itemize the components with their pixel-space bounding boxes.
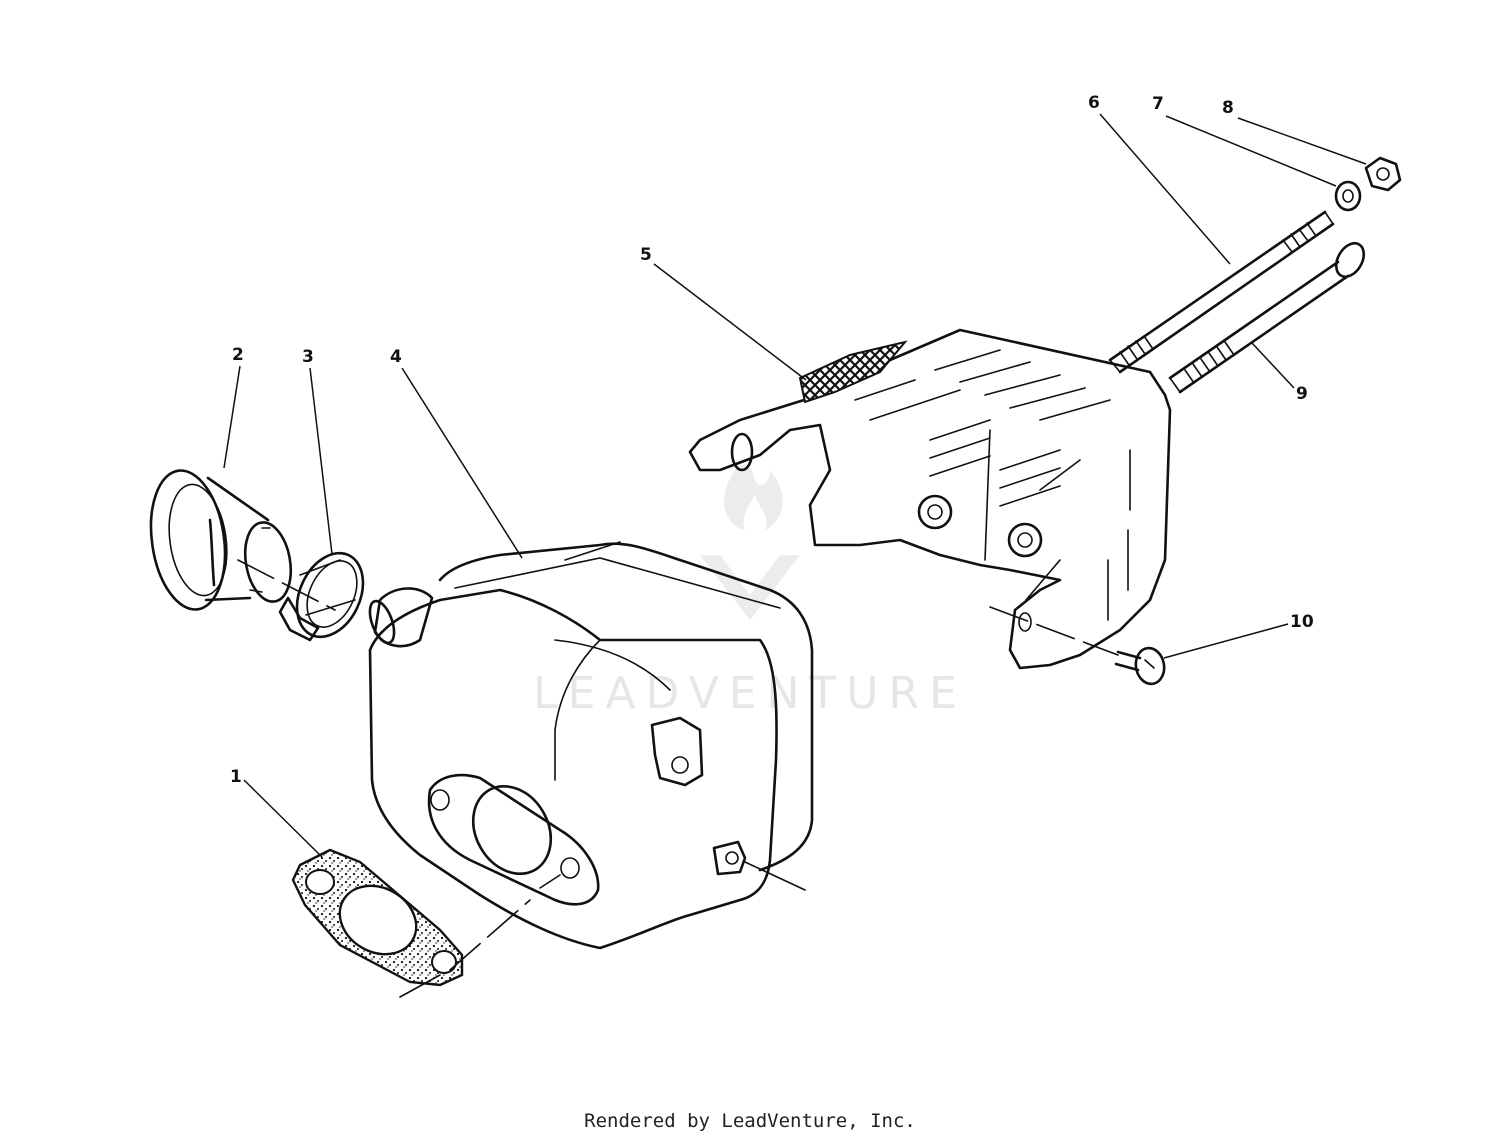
part-clamp [278, 551, 365, 642]
watermark: LEADVENTURE [533, 464, 967, 719]
callout-3: 3 [302, 347, 333, 555]
callout-4: 4 [390, 347, 523, 559]
callout-5: 5 [640, 245, 807, 381]
part-muffler [368, 541, 814, 950]
callout-label: 3 [302, 347, 314, 367]
part-washer [1334, 180, 1362, 212]
callout-label: 7 [1152, 94, 1164, 114]
callout-2: 2 [223, 345, 244, 469]
part-stud [1108, 210, 1335, 374]
callout-9: 9 [1251, 342, 1308, 404]
callout-6: 6 [1088, 93, 1231, 265]
callout-label: 10 [1290, 612, 1314, 632]
part-exhaust-deflector [149, 469, 293, 611]
callout-label: 6 [1088, 93, 1100, 113]
part-screw [1114, 646, 1166, 686]
callout-1: 1 [230, 767, 323, 858]
part-heat-shield [688, 328, 1172, 670]
assembly-centerlines [237, 459, 1119, 998]
callout-label: 5 [640, 245, 652, 265]
callout-label: 9 [1296, 384, 1308, 404]
callout-8: 8 [1222, 98, 1367, 165]
callout-label: 1 [230, 767, 242, 787]
footer-credit: Rendered by LeadVenture, Inc. [584, 1110, 916, 1132]
part-nut [1364, 156, 1402, 192]
part-gasket [291, 848, 464, 987]
callout-label: 4 [390, 347, 402, 367]
watermark-text: LEADVENTURE [533, 668, 967, 719]
callout-label: 8 [1222, 98, 1234, 118]
callout-label: 2 [232, 345, 244, 365]
part-bolt [1168, 241, 1366, 394]
callout-7: 7 [1152, 94, 1337, 187]
callout-10: 10 [1163, 612, 1314, 659]
